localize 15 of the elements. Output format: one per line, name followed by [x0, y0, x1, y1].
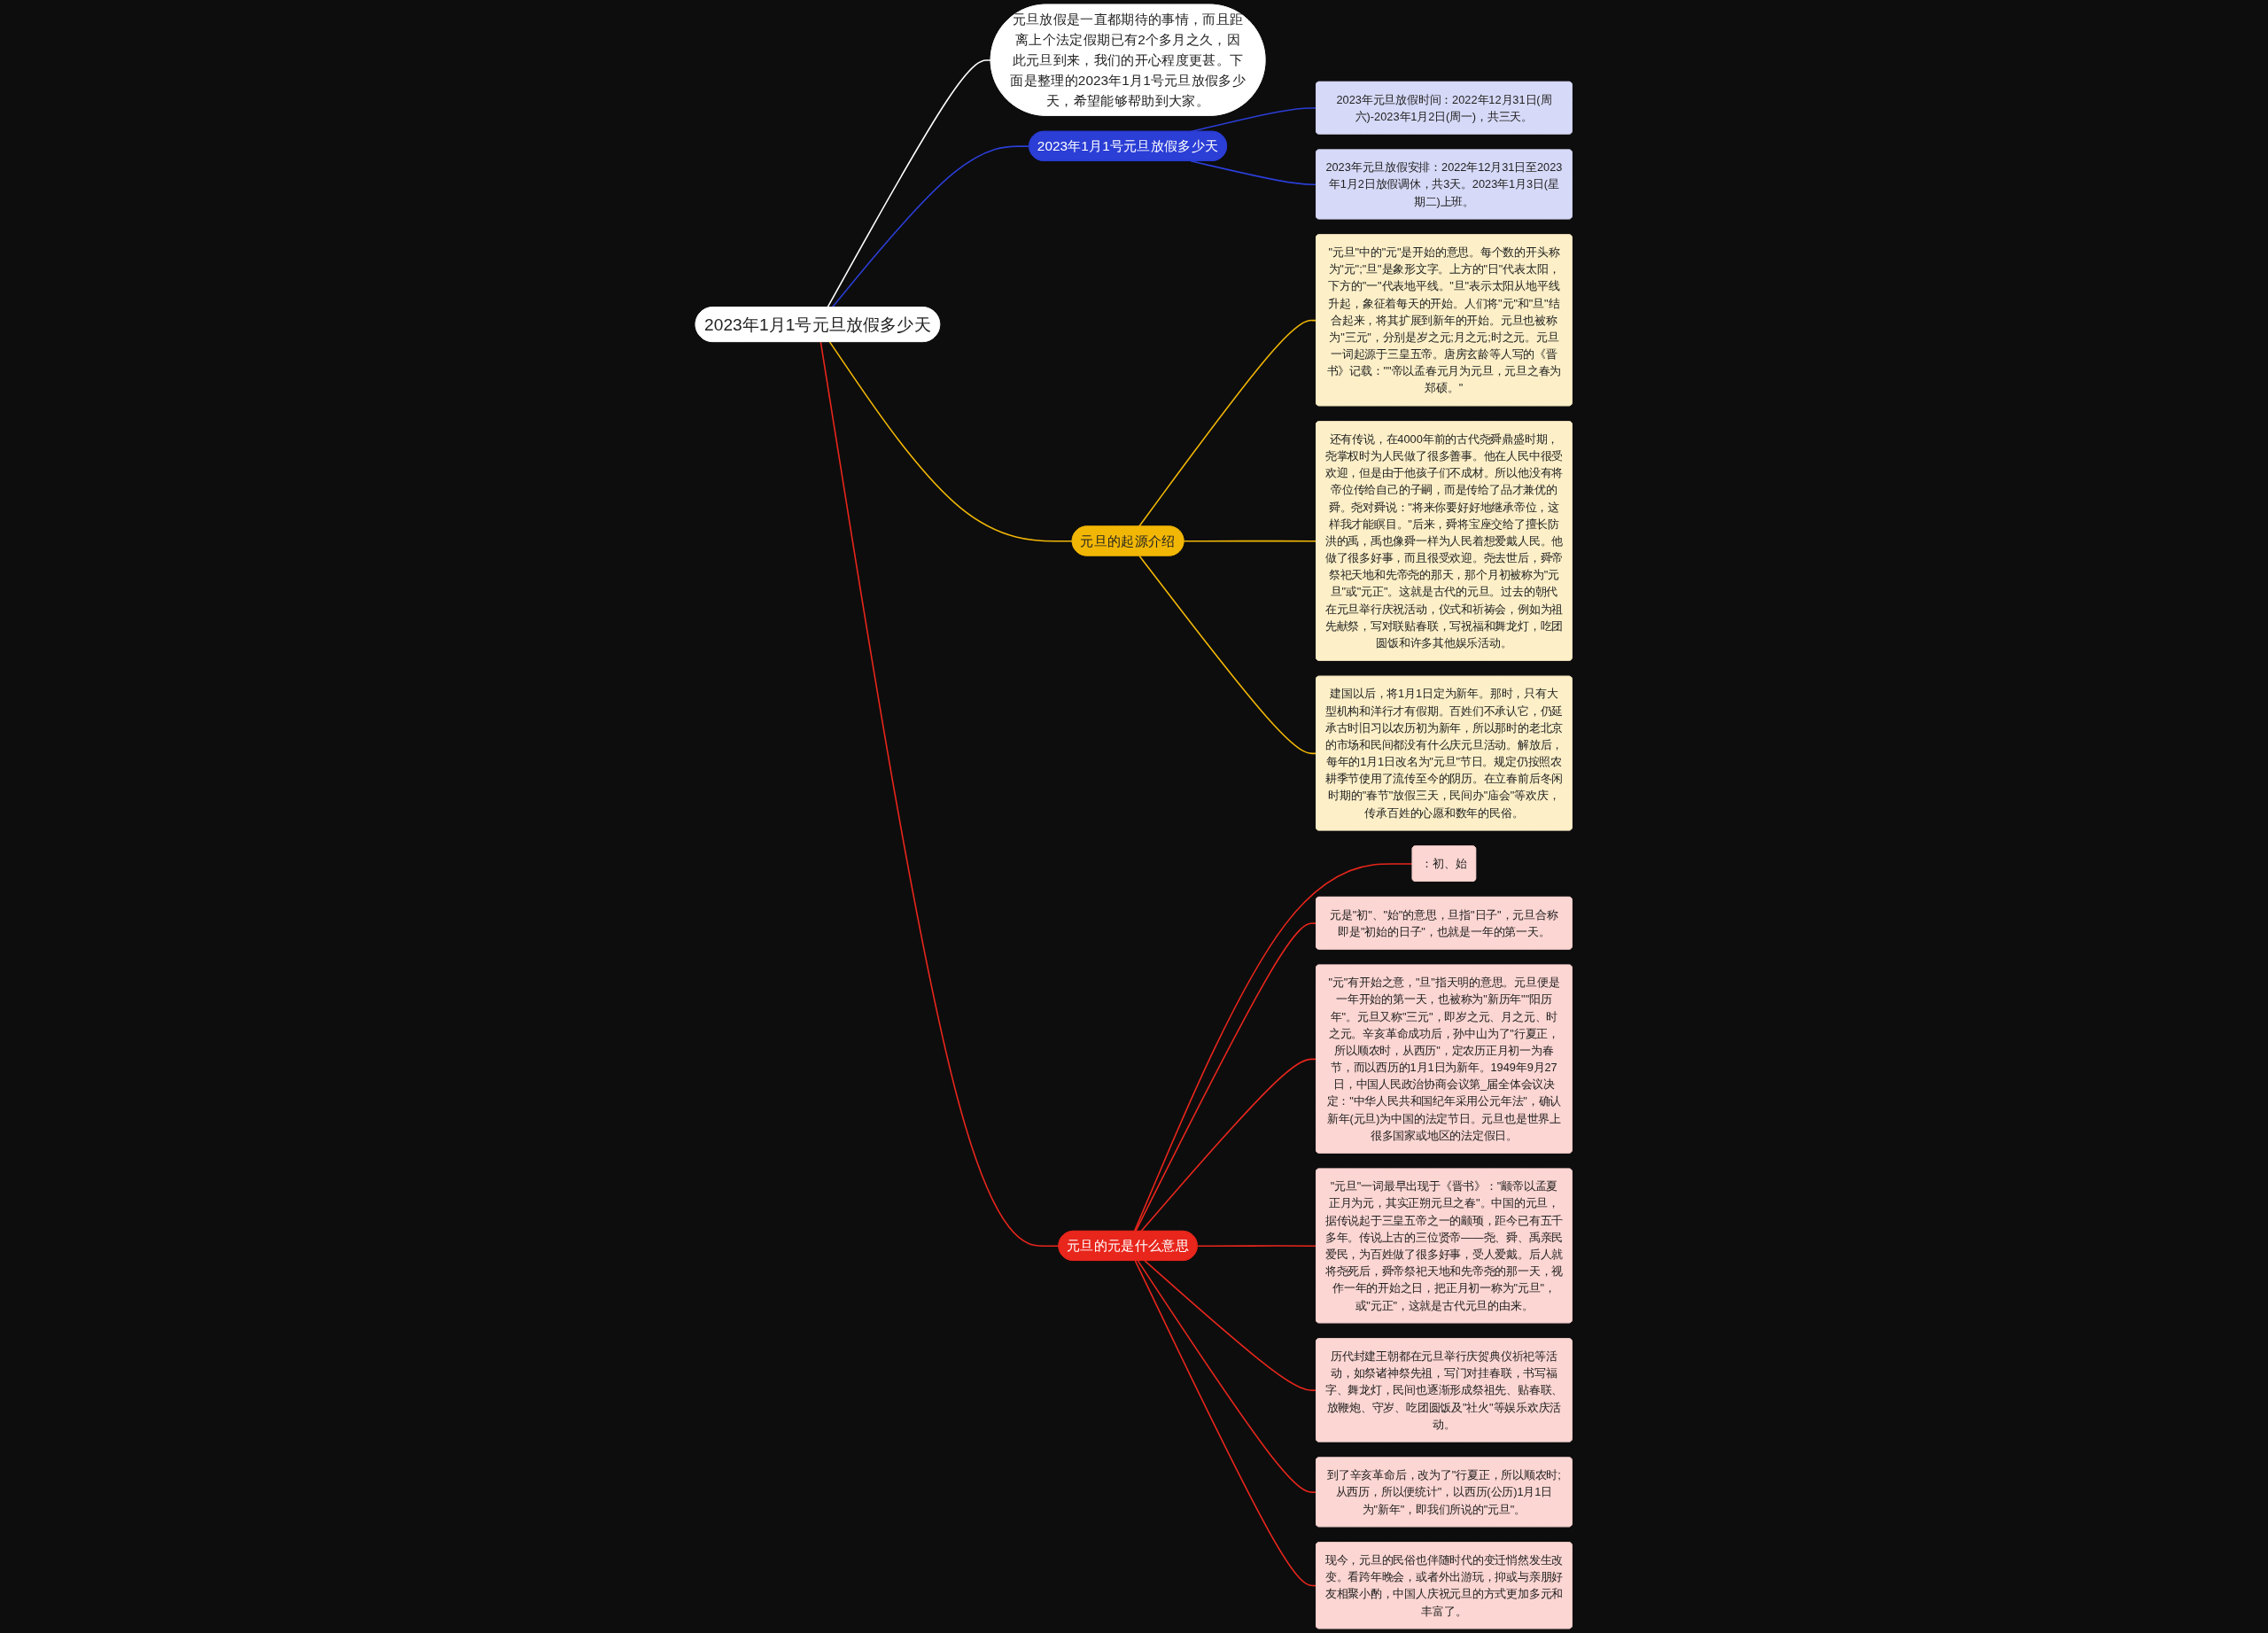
connector — [1134, 863, 1414, 1233]
connector — [1135, 922, 1317, 1233]
connector — [1138, 555, 1317, 755]
connector — [1140, 1058, 1317, 1233]
connector — [1134, 1260, 1317, 1587]
connector — [1144, 1260, 1317, 1391]
connector — [1197, 1245, 1317, 1248]
connector — [831, 145, 1030, 308]
connector — [819, 341, 1060, 1248]
connector — [1190, 160, 1317, 186]
connector — [1137, 1260, 1317, 1493]
connector — [1138, 319, 1317, 527]
connector — [827, 59, 992, 308]
connector — [1183, 540, 1317, 542]
connector — [829, 341, 1074, 542]
